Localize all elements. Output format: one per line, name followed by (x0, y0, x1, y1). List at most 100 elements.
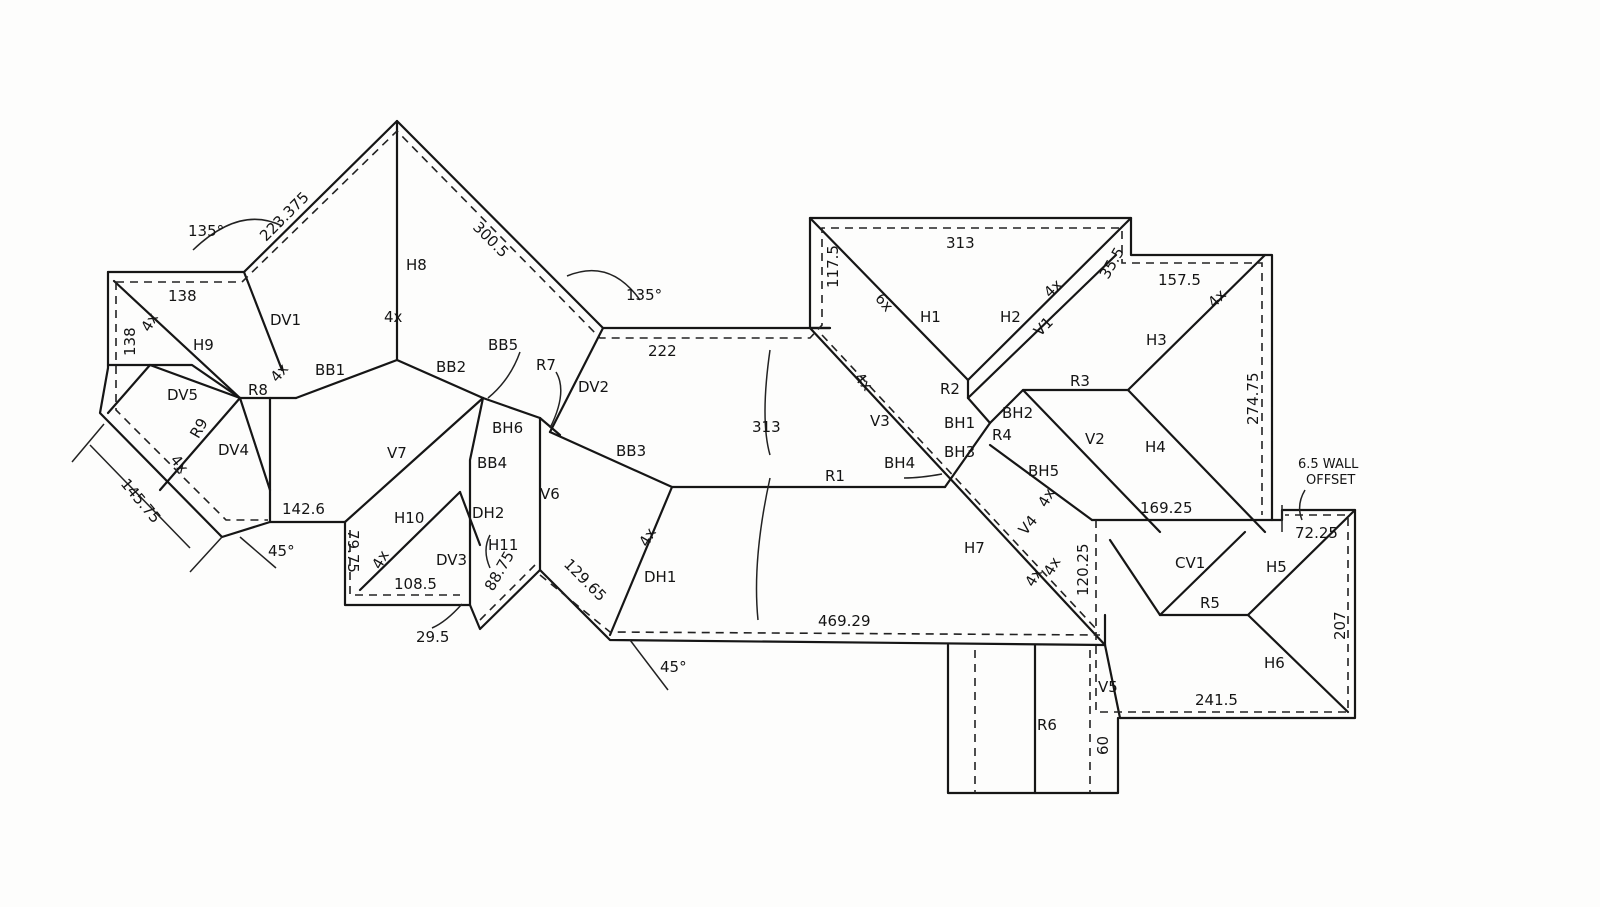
cv1-hip (1158, 530, 1247, 617)
wall-dashed-top (116, 129, 1263, 515)
label-h9: H9 (193, 336, 214, 354)
label-r9: R9 (186, 415, 212, 441)
label-r8: R8 (248, 381, 268, 399)
pitch-h8: 4x (384, 308, 403, 326)
dv5-edge (106, 363, 152, 415)
label-dv5: DV5 (167, 386, 198, 404)
label-dv1: DV1 (270, 311, 301, 329)
dimension-labels: 313 313 117.5 35.5 157.5 274.75 169.25 7… (117, 188, 1349, 755)
pitch-v3: 4x (851, 369, 877, 395)
dim-313-top: 313 (946, 234, 975, 252)
r6-outline (946, 643, 1120, 795)
label-bb2: BB2 (436, 358, 466, 376)
note-wall-offset-1: 6.5 WALL (1298, 457, 1359, 472)
wall-dashed-bottom (539, 574, 1101, 636)
v2-valley (1021, 388, 1162, 534)
pitch-dh1: 4x (635, 525, 660, 550)
h6-hip (1246, 613, 1350, 714)
angle-135-left: 135° (188, 222, 224, 240)
h4-hip (1126, 388, 1267, 534)
label-h5: H5 (1266, 558, 1287, 576)
dim-29-5: 29.5 (416, 628, 449, 646)
label-bh5: BH5 (1028, 462, 1059, 480)
tick-45-bottom (629, 639, 669, 691)
pitch-h3: 4x (1204, 285, 1230, 311)
dv2-line (548, 326, 605, 434)
label-r7: R7 (536, 356, 556, 374)
dim-145-tick-b (189, 536, 223, 573)
label-v6: V6 (540, 485, 560, 503)
dim-79-75: 79.75 (344, 530, 362, 573)
wall-dashed-right (1095, 514, 1349, 713)
dim-138-side: 138 (121, 327, 139, 356)
label-dv3: DV3 (436, 551, 467, 569)
pitch-r9: 4x (167, 451, 193, 477)
pitch-h9: 4x (137, 310, 162, 335)
dim-72-25: 72.25 (1295, 524, 1338, 542)
angle-45-bottom: 45° (660, 658, 687, 676)
label-h10: H10 (394, 509, 424, 527)
dim-145-line (89, 444, 191, 549)
roof-outlines (98, 119, 1357, 795)
label-dv4: DV4 (218, 441, 249, 459)
label-v5: V5 (1098, 678, 1118, 696)
dim-108-5: 108.5 (394, 575, 437, 593)
label-r2: R2 (940, 380, 960, 398)
dv5-ridge (106, 363, 242, 400)
label-cv1: CV1 (1175, 554, 1205, 572)
label-bh1: BH1 (944, 414, 975, 432)
dim-274-75: 274.75 (1244, 373, 1262, 426)
label-h1: H1 (920, 308, 941, 326)
label-v4: V4 (1015, 512, 1042, 539)
dimension-lines (71, 218, 1306, 691)
label-h6: H6 (1264, 654, 1285, 672)
h10-hip (358, 490, 462, 592)
notes: 6.5 WALL OFFSET (1298, 457, 1359, 488)
leader-29-5 (431, 603, 463, 629)
r3-ridge (966, 253, 1267, 425)
dim-241-5: 241.5 (1195, 691, 1238, 709)
outline-right (1090, 508, 1357, 720)
label-dv2: DV2 (578, 378, 609, 396)
label-v2: V2 (1085, 430, 1105, 448)
cv1-edge (1108, 538, 1162, 617)
pitch-h1: 6x (871, 290, 897, 316)
angle-45-left: 45° (268, 542, 295, 560)
h2-hip (966, 216, 1133, 382)
angle-labels: 135° 135° 45° 45° (188, 222, 687, 676)
r9-ridge (158, 396, 242, 492)
wall-dashed-mid (349, 530, 460, 596)
dim-60: 60 (1094, 736, 1112, 755)
bh4-line (943, 421, 992, 489)
dim-145-75: 145.75 (117, 475, 165, 527)
wall-dashed-left (115, 282, 268, 521)
dim-138-top: 138 (168, 287, 197, 305)
dv4-ridge (238, 396, 272, 492)
label-bb1: BB1 (315, 361, 345, 379)
v7-valley (343, 396, 485, 524)
label-r6: R6 (1037, 716, 1057, 734)
pitch-v4: 4x (1034, 485, 1059, 510)
dv5-valley (148, 363, 242, 400)
pitch-labels: 4x 4x 4x 4x 4x 4x 6x 4x 4x 4x 4x 4x 4x (137, 275, 1230, 589)
dim-117-5: 117.5 (824, 245, 842, 288)
dv1-line (242, 270, 284, 372)
dim-222: 222 (648, 342, 677, 360)
h9-hip (112, 279, 242, 400)
dim-300-5: 300.5 (469, 218, 512, 261)
label-h2: H2 (1000, 308, 1021, 326)
label-v3: V3 (870, 412, 890, 430)
dim-313-center: 313 (752, 418, 781, 436)
note-wall-offset-2: OFFSET (1306, 473, 1355, 488)
dim-145-tick-a (71, 423, 105, 463)
label-h4: H4 (1145, 438, 1166, 456)
arc-135-left (192, 218, 283, 251)
label-bb3: BB3 (616, 442, 646, 460)
pitch-h10: 4x (368, 547, 393, 572)
leader-r7 (549, 371, 562, 429)
dim-469-29: 469.29 (818, 612, 871, 630)
dim-313-down (755, 477, 771, 621)
label-bh4: BH4 (884, 454, 915, 472)
